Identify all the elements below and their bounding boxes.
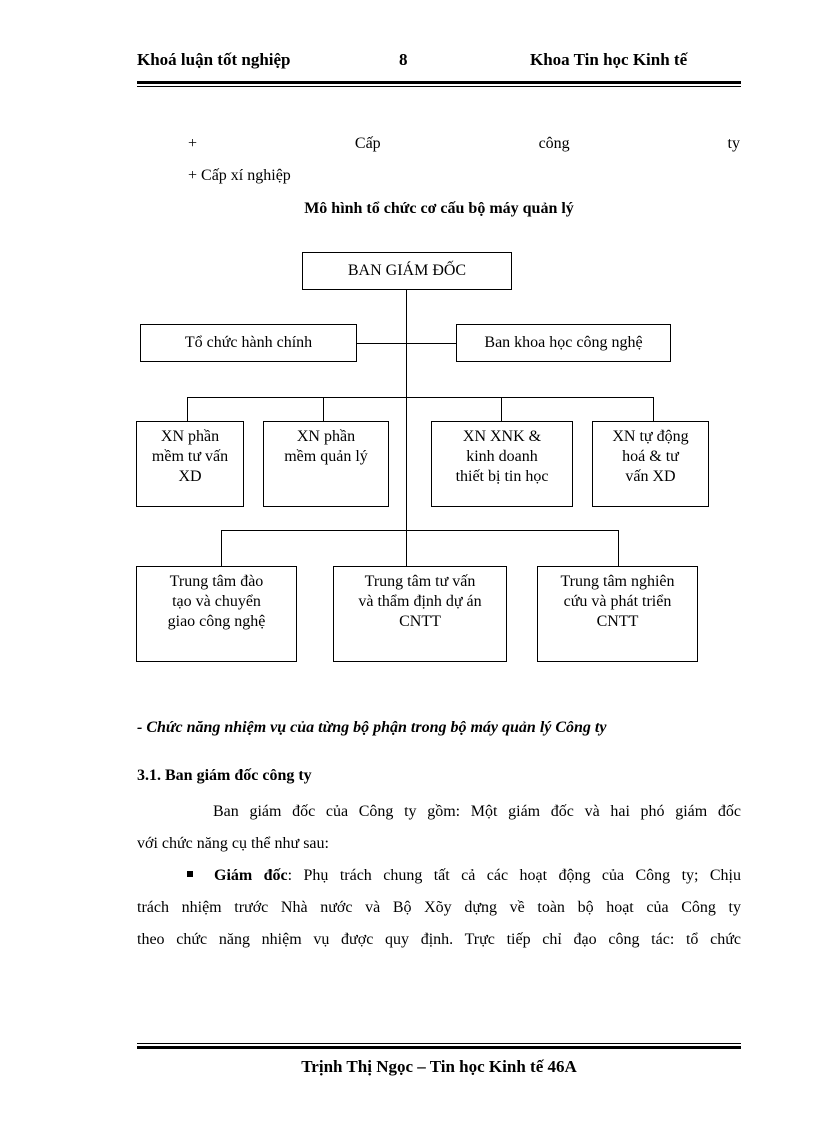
bullet-term: Giám đốc xyxy=(214,867,288,884)
box-line: cứu và phát triển xyxy=(563,593,672,610)
box-line: kinh doanh xyxy=(466,448,538,465)
footer-text: Trịnh Thị Ngọc – Tin học Kinh tế 46A xyxy=(301,1057,577,1076)
org-chart: BAN GIÁM ĐỐC Tổ chức hành chính Ban khoa… xyxy=(136,252,709,662)
box-line: mềm tư vấn xyxy=(151,448,229,465)
subheading: 3.1. Ban giám đốc công ty xyxy=(137,767,312,784)
intro-word: công xyxy=(538,135,570,152)
intro-word: + xyxy=(188,135,198,152)
paragraph-line: Ban giám đốc của Công ty gồm: Một giám đ… xyxy=(213,803,741,820)
enterprise-drop xyxy=(187,397,188,421)
footer-rule-thick xyxy=(137,1046,741,1049)
bullet-line-1: Giám đốc: Phụ trách chung tất cả các hoạ… xyxy=(137,860,741,892)
box-line: XD xyxy=(178,468,202,485)
bullet-line-3: theo chức năng nhiệm vụ được quy định. T… xyxy=(137,931,741,948)
bullet-line-1-text: Giám đốc: Phụ trách chung tất cả các hoạ… xyxy=(214,860,741,892)
header-right: Khoa Tin học Kinh tế xyxy=(530,50,688,69)
box-line: hoá & tư xyxy=(622,448,679,465)
box-xn-phan-mem-quan-ly: XN phần mềm quản lý xyxy=(263,421,389,507)
center-bus xyxy=(221,530,619,531)
intro-word: ty xyxy=(727,135,740,152)
header-left: Khoá luận tốt nghiệp xyxy=(137,50,291,69)
intro-word: Cấp xyxy=(354,135,381,152)
section-heading: - Chức năng nhiệm vụ của từng bộ phận tr… xyxy=(137,719,607,736)
box-line: XN phần xyxy=(160,428,220,445)
box-line: XN XNK & xyxy=(462,428,542,445)
box-line: và thẩm định dự án xyxy=(358,593,482,610)
box-trung-tam-dao-tao: Trung tâm đào tạo và chuyển giao công nghệ xyxy=(136,566,297,662)
box-line: vấn XD xyxy=(625,468,676,485)
enterprise-drop xyxy=(501,397,502,421)
trunk-line xyxy=(406,290,407,566)
enterprise-bus xyxy=(187,397,654,398)
box-xn-xnk-kinh-doanh: XN XNK & kinh doanh thiết bị tin học xyxy=(431,421,573,507)
intro-line-1: + Cấp công ty xyxy=(188,128,740,160)
box-line: XN tự động xyxy=(612,428,689,445)
paragraph-1: Ban giám đốc của Công ty gồm: Một giám đ… xyxy=(137,796,741,860)
header-rule-thin xyxy=(137,86,741,87)
bullet-line-2: trách nhiệm trước Nhà nước và Bộ Xõy dựn… xyxy=(137,899,741,916)
page-number: 8 xyxy=(399,50,408,69)
center-drop xyxy=(618,530,619,566)
intro-line-2: + Cấp xí nghiệp xyxy=(188,167,291,184)
footer-rule-thin xyxy=(137,1043,741,1044)
box-line: CNTT xyxy=(596,613,639,630)
paragraph-line: với chức năng cụ thể như sau: xyxy=(137,835,329,852)
enterprise-drop xyxy=(323,397,324,421)
staff-connector xyxy=(356,343,456,344)
diagram-title: Mô hình tổ chức cơ cấu bộ máy quản lý xyxy=(304,200,574,217)
box-line: Trung tâm tư vấn xyxy=(364,573,476,590)
box-to-chuc-hanh-chinh: Tổ chức hành chính xyxy=(140,324,357,362)
box-line: Trung tâm nghiên xyxy=(560,573,675,590)
center-drop xyxy=(221,530,222,566)
box-line: Trung tâm đào xyxy=(169,573,264,590)
box-line: mềm quản lý xyxy=(284,448,368,465)
bullet-square-icon xyxy=(187,871,193,877)
box-line: tạo và chuyển xyxy=(172,593,261,610)
header-rule-thick xyxy=(137,81,741,84)
enterprise-drop xyxy=(653,397,654,421)
box-trung-tam-tu-van: Trung tâm tư vấn và thẩm định dự án CNTT xyxy=(333,566,507,662)
bullet-rest: : Phụ trách chung tất cả các hoạt động c… xyxy=(287,867,741,884)
box-ban-giam-doc: BAN GIÁM ĐỐC xyxy=(302,252,512,290)
box-xn-tu-dong-hoa: XN tự động hoá & tư vấn XD xyxy=(592,421,709,507)
box-line: CNTT xyxy=(399,613,441,630)
box-line: thiết bị tin học xyxy=(455,468,549,485)
box-line: giao công nghệ xyxy=(167,613,266,630)
bullet-paragraph: Giám đốc: Phụ trách chung tất cả các hoạ… xyxy=(137,860,741,956)
box-line: XN phần xyxy=(296,428,356,445)
box-ban-khoa-hoc-cong-nghe: Ban khoa học công nghệ xyxy=(456,324,671,362)
